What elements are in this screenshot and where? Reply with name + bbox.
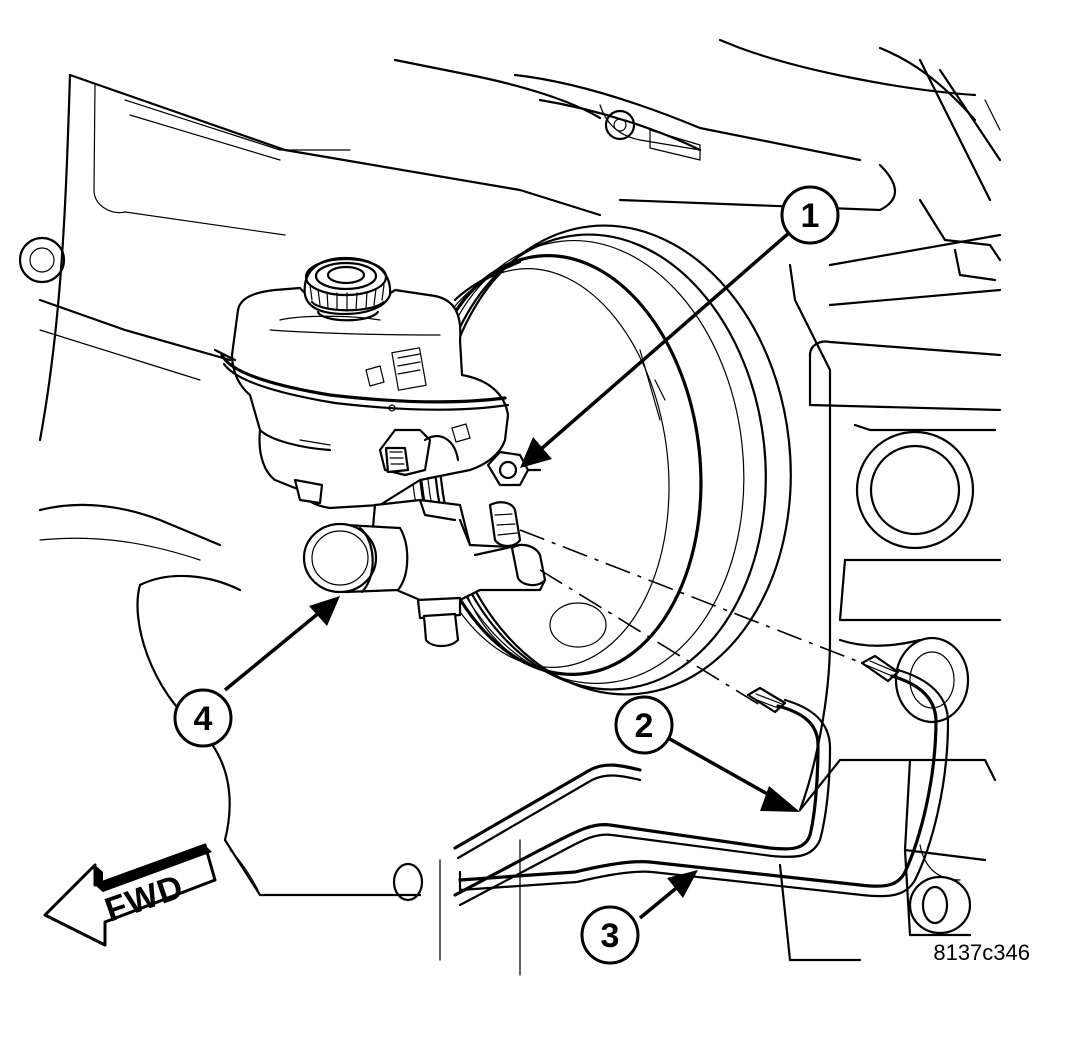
reservoir-cap: [303, 256, 392, 316]
callout-1-label: 1: [801, 197, 820, 235]
callout-leaders: [223, 230, 800, 920]
callout-1: 1: [780, 185, 840, 245]
brake-line-primary: [453, 686, 832, 907]
mounting-nut: [486, 450, 542, 487]
forward-direction-arrow: FWD: [43, 843, 217, 947]
figure-id: 8137c346: [933, 940, 1030, 965]
callout-2-label: 2: [635, 707, 654, 745]
callout-3: 3: [580, 905, 640, 965]
brake-lines: [453, 529, 950, 907]
fluid-level-sensor-connector: [378, 428, 460, 477]
callout-2: 2: [614, 695, 674, 755]
background-body-panels: [18, 38, 1002, 976]
callout-4: 4: [173, 688, 233, 748]
callout-3-label: 3: [601, 917, 620, 955]
callout-4-label: 4: [194, 700, 213, 738]
brake-line-secondary: [458, 654, 950, 898]
cylinder-end-plug: [302, 522, 409, 594]
master-cylinder-assembly: [213, 256, 547, 648]
